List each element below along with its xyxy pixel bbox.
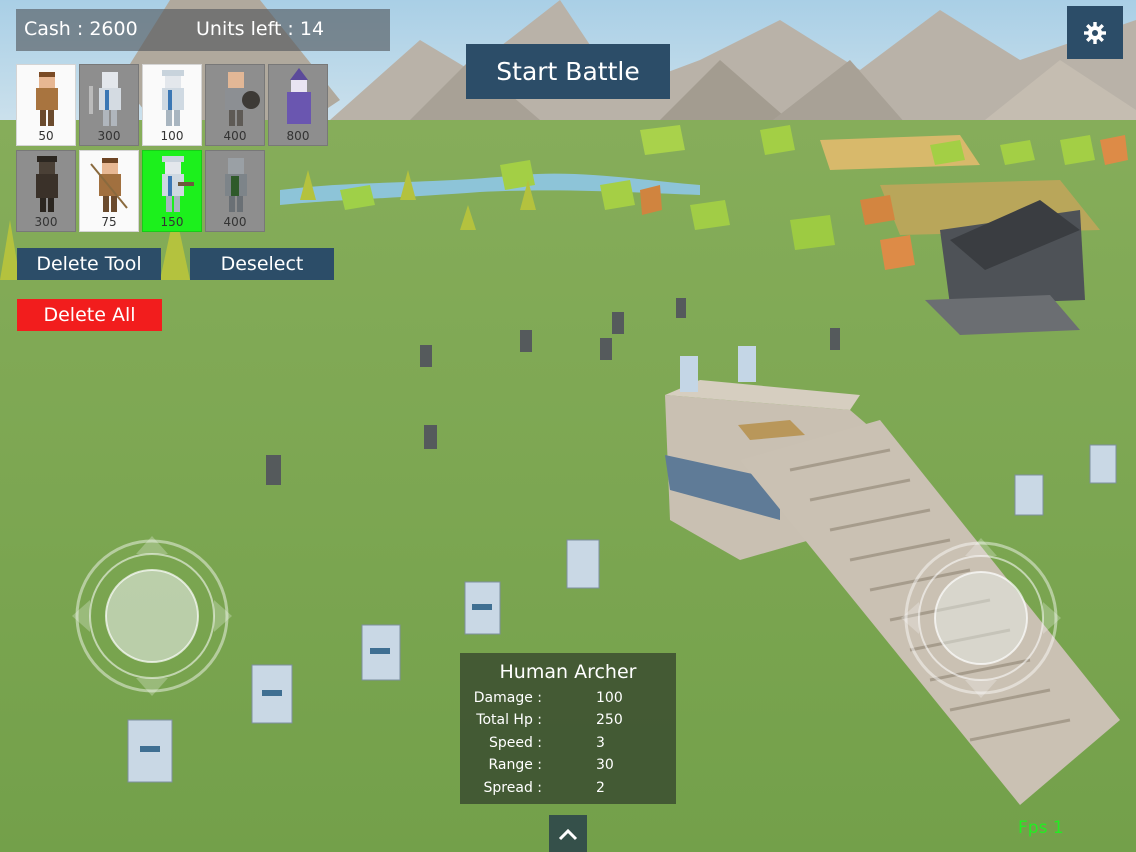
crossbowman-icon	[162, 156, 194, 212]
knight-icon	[89, 72, 121, 126]
deselect-button[interactable]: Deselect	[190, 248, 334, 280]
hud-bar: Cash : 2600 Units left : 14	[16, 9, 390, 51]
unit-cost: 300	[34, 215, 58, 229]
spearman-icon	[90, 158, 128, 212]
peasant-icon	[36, 72, 58, 126]
unit-slot-knight[interactable]: 300	[79, 64, 139, 146]
stat-row-range: Range : 30	[460, 757, 676, 779]
unit-cost: 400	[223, 215, 247, 229]
stat-value: 30	[596, 757, 614, 773]
start-battle-button[interactable]: Start Battle	[466, 44, 670, 99]
gear-icon	[1084, 21, 1106, 44]
stat-label: Spread :	[483, 780, 542, 796]
stat-value: 100	[596, 690, 623, 706]
heavy-knight-icon	[225, 158, 247, 212]
shield-warrior-icon	[225, 72, 260, 126]
expand-panel-button[interactable]	[549, 815, 587, 852]
stat-row-spread: Spread : 2	[460, 780, 676, 802]
stat-row-speed: Speed : 3	[460, 735, 676, 757]
stat-label: Speed :	[488, 735, 542, 751]
unit-name: Human Archer	[499, 661, 637, 683]
unit-cost: 800	[286, 129, 310, 143]
unit-slot-crossbowman[interactable]: 150	[142, 150, 202, 232]
unit-cost: 400	[223, 129, 247, 143]
arrow-left-icon	[72, 600, 90, 632]
unit-selection-grid: 50 300 100 400 800	[16, 64, 328, 234]
arrow-up-icon	[136, 536, 168, 554]
unit-slot-plague-doctor[interactable]: 300	[16, 150, 76, 232]
unit-slot-wizard[interactable]: 800	[268, 64, 328, 146]
stat-label: Total Hp :	[476, 712, 542, 728]
stat-label: Damage :	[473, 690, 542, 706]
stat-label: Range :	[488, 757, 542, 773]
unit-cost: 150	[160, 215, 184, 229]
arrow-up-icon	[965, 538, 997, 556]
stat-value: 2	[596, 780, 605, 796]
unit-slot-peasant[interactable]: 50	[16, 64, 76, 146]
joystick-knob[interactable]	[934, 571, 1028, 665]
delete-tool-button[interactable]: Delete Tool	[17, 248, 161, 280]
movement-joystick[interactable]	[72, 536, 232, 696]
stat-row-damage: Damage : 100	[460, 690, 676, 712]
stat-row-total-hp: Total Hp : 250	[460, 712, 676, 734]
settings-button[interactable]	[1067, 6, 1123, 59]
joystick-knob[interactable]	[105, 569, 199, 663]
stat-value: 3	[596, 735, 605, 751]
arrow-right-icon	[1043, 602, 1061, 634]
chevron-up-icon	[558, 828, 578, 840]
unit-slot-spearman[interactable]: 75	[79, 150, 139, 232]
unit-slot-heavy-knight[interactable]: 400	[205, 150, 265, 232]
plague-doctor-icon	[36, 156, 58, 212]
arrow-down-icon	[136, 678, 168, 696]
delete-all-button[interactable]: Delete All	[17, 299, 162, 331]
camera-joystick[interactable]	[901, 538, 1061, 698]
unit-info-panel: Human Archer Damage : 100 Total Hp : 250…	[460, 653, 676, 804]
units-left-label: Units left : 14	[196, 18, 325, 40]
unit-slot-archer[interactable]: 100	[142, 64, 202, 146]
stat-value: 250	[596, 712, 623, 728]
unit-cost: 100	[160, 129, 184, 143]
fps-counter: Fps 1	[1018, 818, 1064, 838]
wizard-icon	[287, 68, 311, 124]
unit-cost: 300	[97, 129, 121, 143]
cash-label: Cash : 2600	[24, 18, 138, 40]
unit-cost: 75	[101, 215, 117, 229]
unit-slot-shield-warrior[interactable]: 400	[205, 64, 265, 146]
arrow-left-icon	[901, 602, 919, 634]
arrow-down-icon	[965, 680, 997, 698]
archer-icon	[162, 70, 184, 126]
unit-cost: 50	[38, 129, 54, 143]
arrow-right-icon	[214, 600, 232, 632]
